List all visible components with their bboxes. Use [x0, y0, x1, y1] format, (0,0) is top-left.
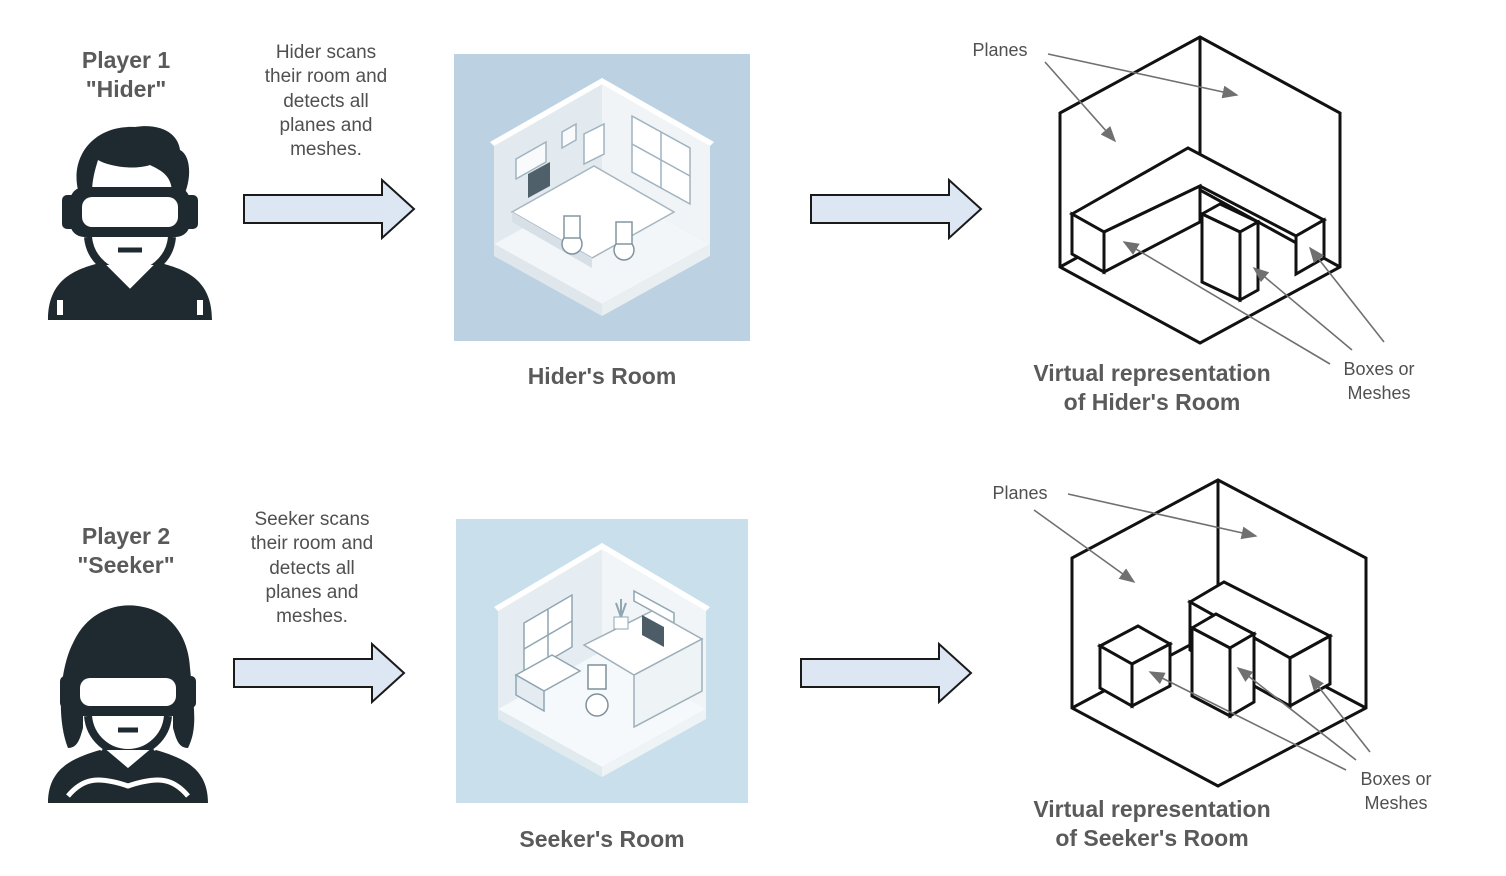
virtual-caption-line2: of Seeker's Room [1055, 825, 1249, 851]
boxes-label-line2: Meshes [1364, 793, 1428, 813]
boxes-label-line1: Boxes or [1343, 359, 1415, 379]
seeker-room-image [456, 519, 748, 803]
player-1-title: Player 1 "Hider" [36, 46, 216, 104]
description-line: detects all [269, 557, 355, 579]
flow-arrow [233, 641, 406, 705]
boxes-label: Boxes or Meshes [1334, 357, 1424, 405]
player-2-label: Player 2 [81, 523, 171, 549]
flow-arrow [800, 641, 973, 705]
description-line: planes and [279, 114, 373, 136]
boxes-label-line1: Boxes or [1360, 769, 1432, 789]
seeker-room-caption: Seeker's Room [519, 826, 685, 852]
seeker-virtual-caption: Virtual representation of Seeker's Room [1002, 795, 1302, 853]
description-line: their room and [264, 66, 388, 88]
description-line: detects all [283, 90, 369, 112]
description-line: meshes. [276, 606, 348, 628]
player-2-title: Player 2 "Seeker" [36, 522, 216, 580]
virtual-caption-line1: Virtual representation [1033, 360, 1271, 386]
player-1-role: "Hider" [85, 76, 167, 102]
virtual-caption-line2: of Hider's Room [1063, 389, 1241, 415]
vr-headset-woman-icon [48, 605, 208, 803]
player-2-role: "Seeker" [77, 552, 175, 578]
boxes-label: Boxes or Meshes [1351, 767, 1441, 815]
hider-description: Hider scans their room and detects all p… [246, 41, 406, 162]
description-line: Seeker scans [254, 509, 370, 530]
hider-virtual-caption: Virtual representation of Hider's Room [1002, 359, 1302, 417]
vr-headset-man-icon [48, 126, 212, 320]
hider-room-image [454, 54, 750, 341]
virtual-caption-line1: Virtual representation [1033, 796, 1271, 822]
description-line: planes and [265, 581, 359, 603]
planes-label: Planes [992, 483, 1048, 503]
description-line: meshes. [290, 139, 362, 161]
flow-arrow [810, 177, 983, 241]
flow-arrow [243, 177, 416, 241]
description-line: their room and [250, 533, 374, 555]
boxes-label-line2: Meshes [1347, 383, 1411, 403]
planes-label: Planes [972, 40, 1028, 60]
player-1-label: Player 1 [81, 47, 171, 73]
hider-room-caption: Hider's Room [527, 363, 677, 389]
seeker-description: Seeker scans their room and detects all … [232, 508, 392, 629]
description-line: Hider scans [275, 42, 377, 63]
